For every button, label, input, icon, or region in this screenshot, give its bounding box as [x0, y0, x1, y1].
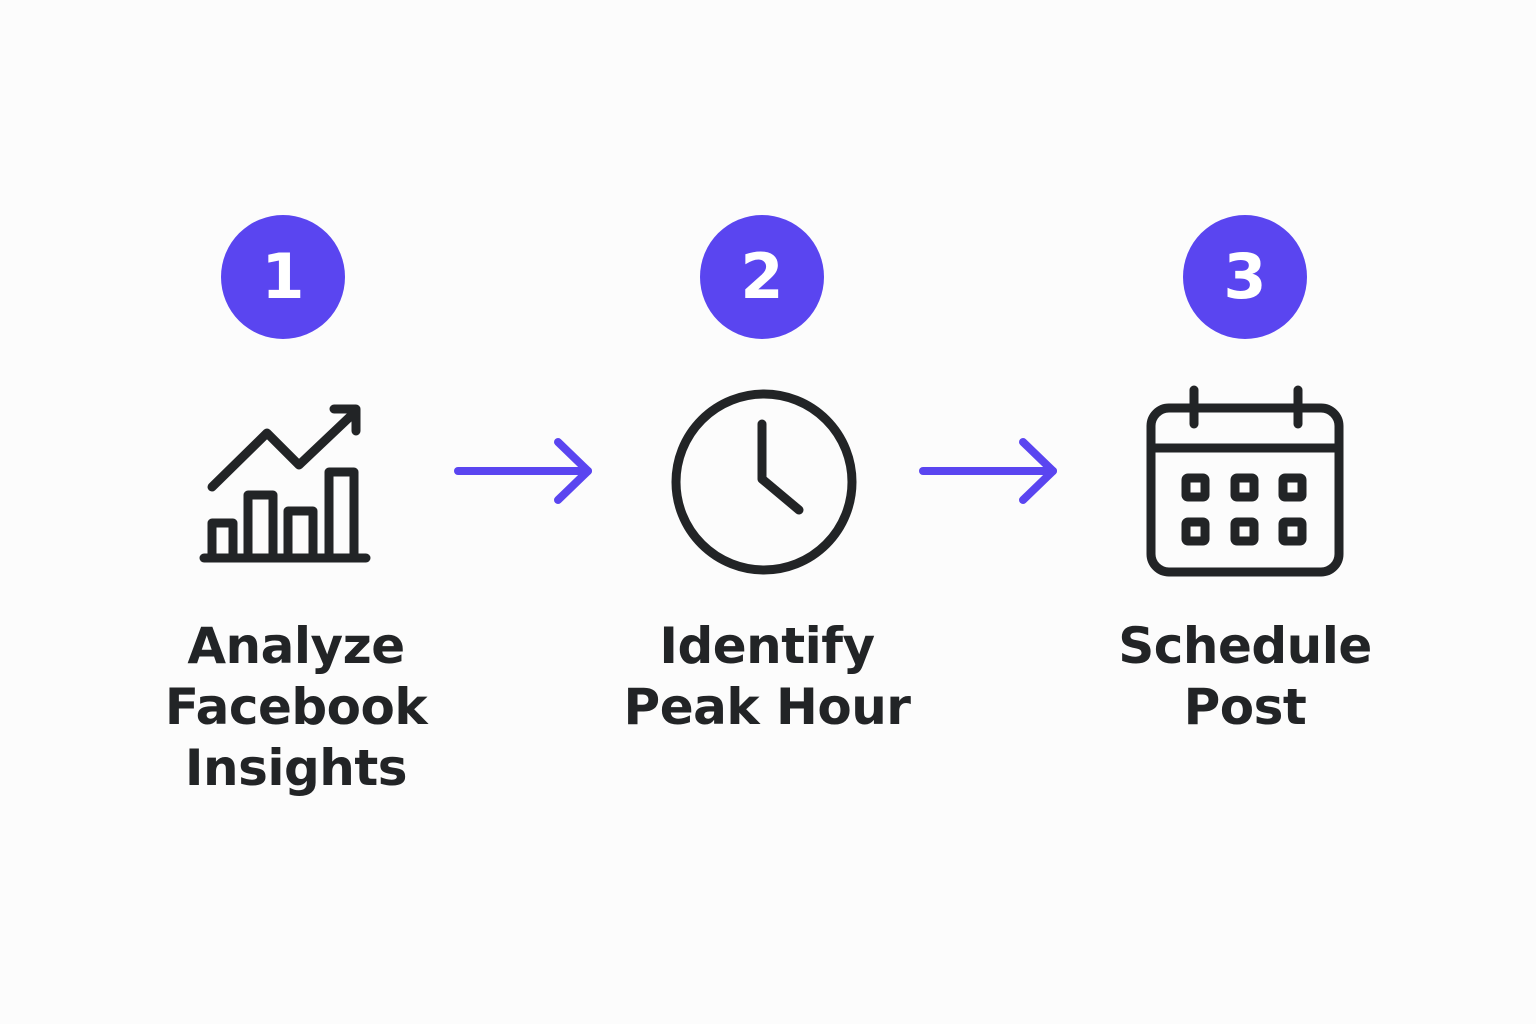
bar-chart-trend-up-icon [196, 395, 386, 575]
step-label: Schedule Post [1045, 616, 1445, 738]
step-label-line: Facebook [164, 678, 428, 736]
arrow-right-icon [450, 434, 600, 510]
step-number-badge: 1 [221, 215, 345, 339]
step-label-line: Identify [659, 617, 875, 675]
step-label-line: Schedule [1118, 617, 1372, 675]
step-number-badge: 3 [1183, 215, 1307, 339]
step-number-badge: 2 [700, 215, 824, 339]
calendar-icon [1143, 384, 1349, 580]
step-label-line: Analyze [187, 617, 405, 675]
arrow-right-icon [915, 434, 1065, 510]
clock-icon [670, 388, 860, 578]
step-2: 2 Identify Peak Hour [562, 0, 962, 1024]
step-label: Analyze Facebook Insights [96, 616, 496, 799]
step-label-line: Insights [184, 739, 408, 797]
step-1: 1 Analyze Facebook Insights [96, 0, 496, 1024]
step-label-line: Post [1183, 678, 1307, 736]
step-3: 3 Schedule Post [1045, 0, 1445, 1024]
step-label-line: Peak Hour [623, 678, 911, 736]
step-label: Identify Peak Hour [567, 616, 967, 738]
